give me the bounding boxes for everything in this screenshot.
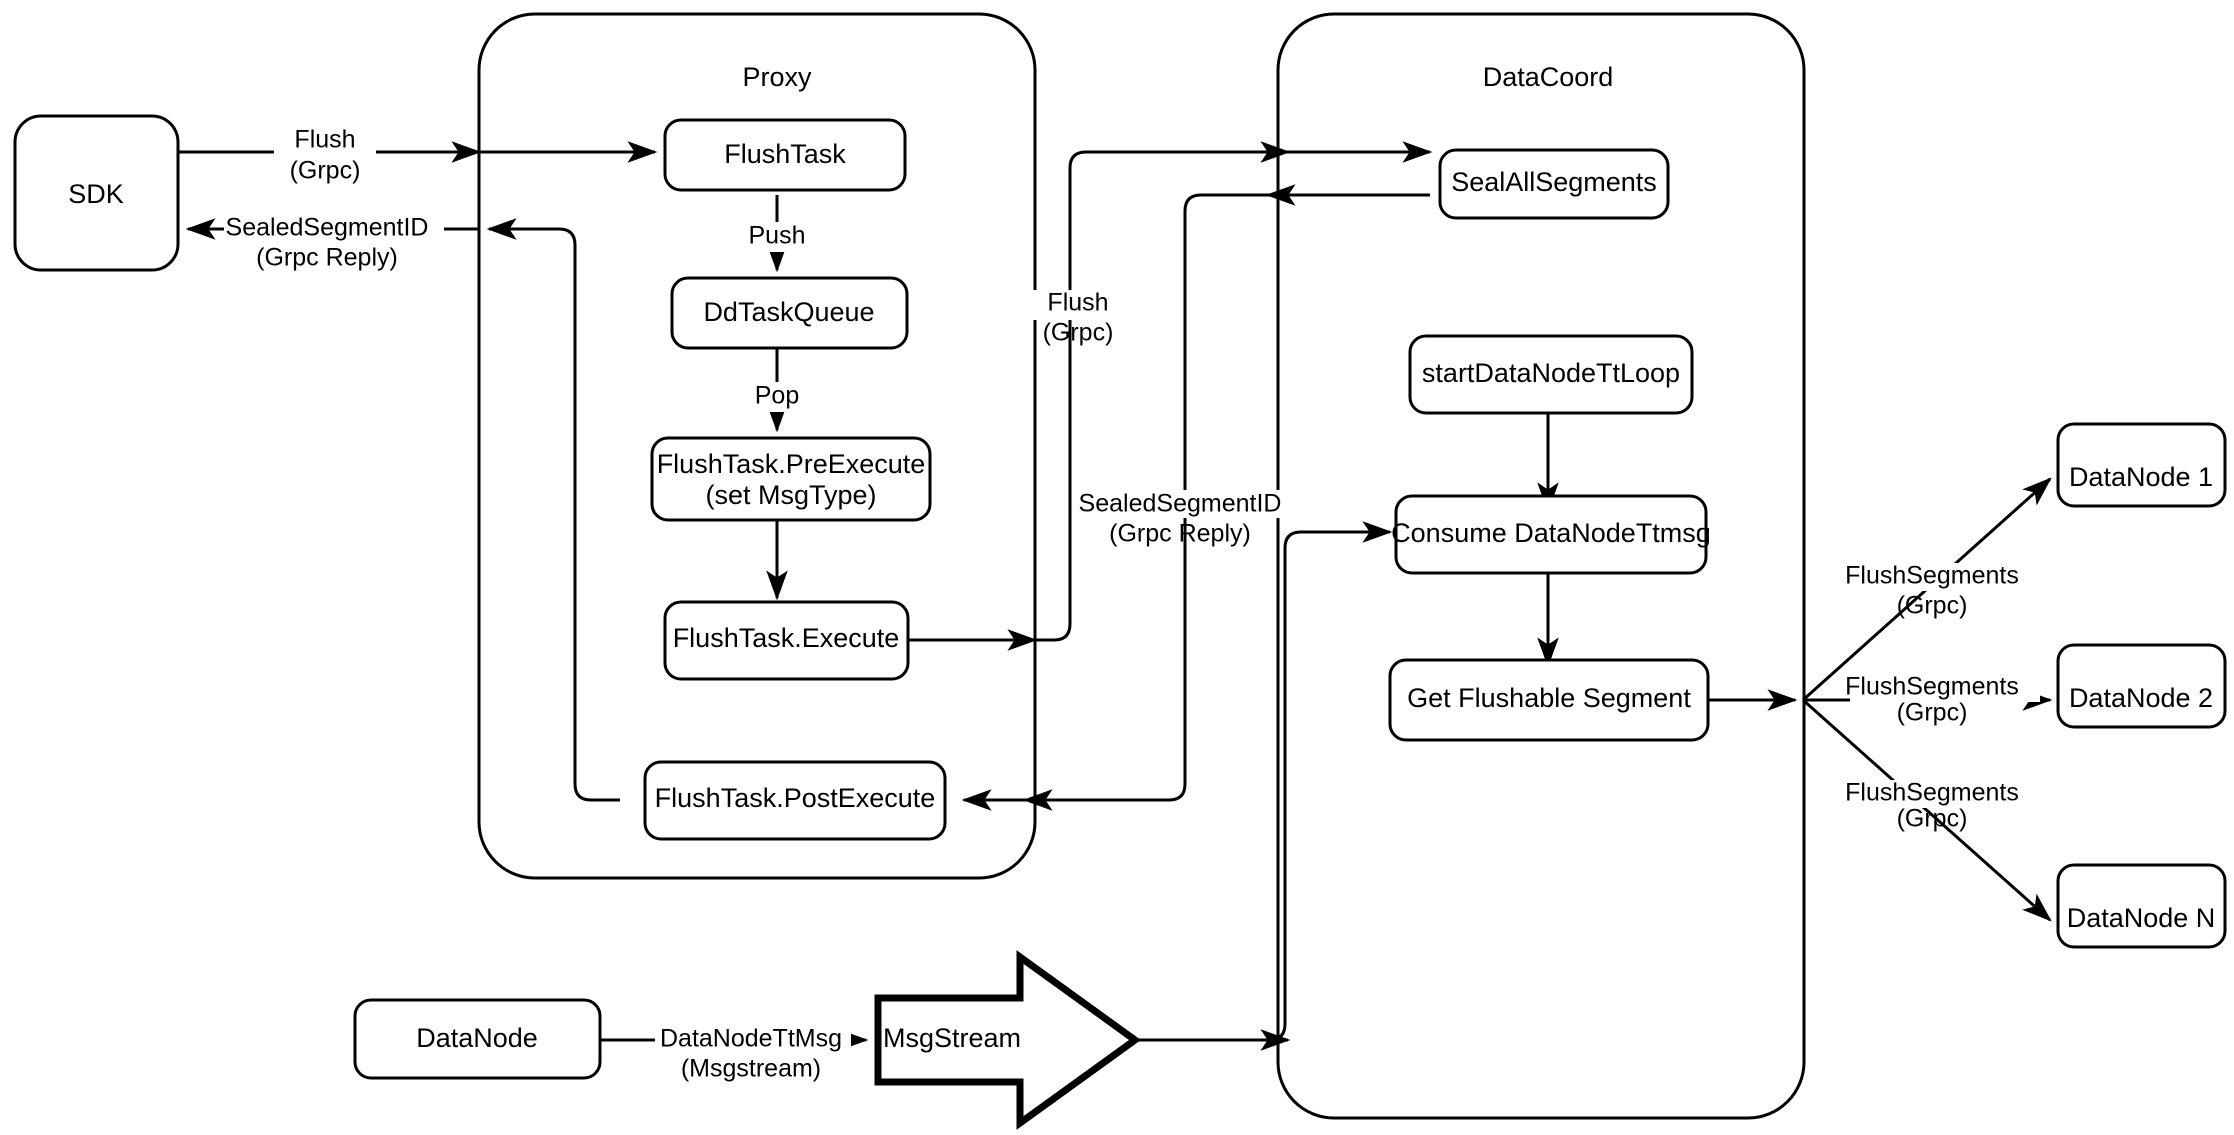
node-sealallsegments[interactable]: SealAllSegments xyxy=(1438,148,1670,220)
node-start-datanode-tt-loop[interactable]: startDataNodeTtLoop xyxy=(1408,334,1694,415)
node-datanode-n[interactable]: DataNode N xyxy=(2056,863,2227,949)
node-datanode-1-box[interactable] xyxy=(2056,422,2227,508)
edge-hub-to-datanode-n xyxy=(1802,698,2052,922)
edge-label-flushsegments-1: FlushSegments (Grpc) xyxy=(1845,562,2040,620)
edge-label-bg-pop xyxy=(744,382,810,412)
node-execute-box[interactable] xyxy=(663,600,910,681)
edge-label-sealedsegmentid-line2: (Grpc Reply) xyxy=(256,244,398,272)
edge-execute-to-sealallsegments xyxy=(908,141,1433,642)
datacoord-container xyxy=(1276,12,1806,1120)
edge-label-pop: Pop xyxy=(744,382,810,412)
node-sealallsegments-box[interactable] xyxy=(1438,148,1670,220)
node-flushtask-box[interactable] xyxy=(663,118,907,192)
edge-label-bg-sealedsegmentid xyxy=(224,215,444,243)
edge-label-bg-flush-coord xyxy=(1020,290,1120,320)
edge-label-proxy-to-coord: Flush (Grpc) xyxy=(1020,289,1120,347)
node-flushtask-execute[interactable]: FlushTask.Execute xyxy=(663,600,910,681)
node-ttloop-box[interactable] xyxy=(1408,334,1694,415)
edge-label-flush-line1: Flush xyxy=(294,126,355,154)
node-getflushable-label: Get Flushable Segment xyxy=(1407,683,1691,713)
edge-label-flush-coord-line1: Flush xyxy=(1047,289,1108,317)
proxy-container-label: Proxy xyxy=(742,62,812,92)
edge-label-flush-line2: (Grpc) xyxy=(290,157,361,185)
edge-label-push: Push xyxy=(740,222,814,252)
node-datanode-source-box[interactable] xyxy=(353,998,602,1080)
node-postexecute-label: FlushTask.PostExecute xyxy=(655,783,936,813)
node-ttloop-label: startDataNodeTtLoop xyxy=(1422,358,1680,388)
edge-label-flushsegments-2: FlushSegments (Grpc) xyxy=(1845,673,2040,727)
edge-label-flushsegments-1-line2: (Grpc) xyxy=(1897,592,1968,620)
edge-label-bg-push xyxy=(740,222,814,252)
node-consume-box[interactable] xyxy=(1394,494,1708,575)
node-sdk-box[interactable] xyxy=(13,114,180,272)
node-ddtaskqueue[interactable]: DdTaskQueue xyxy=(670,276,909,350)
edge-label-bg-flushsegments-2 xyxy=(1850,674,2040,702)
node-datanode-source[interactable]: DataNode xyxy=(353,998,602,1080)
node-flushtask[interactable]: FlushTask xyxy=(663,118,907,192)
edge-label-push-text: Push xyxy=(749,222,806,250)
edge-label-flushsegments-n: FlushSegments (Grpc) xyxy=(1845,779,2040,833)
edge-label-sealedsegmentid-coord-line2: (Grpc Reply) xyxy=(1109,520,1251,548)
node-datanode-2-label: DataNode 2 xyxy=(2069,683,2213,713)
edge-label-flushsegments-1-line1: FlushSegments xyxy=(1845,562,2019,590)
edge-label-coord-to-proxy: SealedSegmentID (Grpc Reply) xyxy=(1079,490,1312,548)
node-datanode-2[interactable]: DataNode 2 xyxy=(2056,643,2227,729)
node-datanode-2-box[interactable] xyxy=(2056,643,2227,729)
edge-label-flushsegments-n-line1: FlushSegments xyxy=(1845,779,2019,807)
node-postexecute-box[interactable] xyxy=(643,760,947,841)
node-datanode-1-label: DataNode 1 xyxy=(2069,462,2213,492)
node-msgstream[interactable]: MsgStream xyxy=(874,950,1141,1130)
node-sdk-label: SDK xyxy=(68,179,124,209)
edge-label-datanode-ttmsg-line2: (Msgstream) xyxy=(681,1055,821,1083)
edge-label-datanode-ttmsg-line1: DataNodeTtMsg xyxy=(660,1025,842,1053)
edge-label-flushsegments-2-line1: FlushSegments xyxy=(1845,673,2019,701)
node-get-flushable-segment[interactable]: Get Flushable Segment xyxy=(1388,658,1710,742)
node-datanode-source-label: DataNode xyxy=(416,1023,538,1053)
edge-label-sdk-to-proxy: Flush (Grpc) xyxy=(274,126,376,185)
node-flushtask-preexecute[interactable]: FlushTask.PreExecute (set MsgType) xyxy=(650,436,932,522)
proxy-container xyxy=(477,12,1037,880)
node-consume-datanode-ttmsg[interactable]: Consume DataNodeTtmsg xyxy=(1391,494,1711,575)
edge-label-pop-text: Pop xyxy=(755,382,799,410)
node-datanode-n-box[interactable] xyxy=(2056,863,2227,949)
edge-label-sealedsegmentid-line1: SealedSegmentID xyxy=(226,214,429,242)
node-preexecute-box[interactable] xyxy=(650,436,932,522)
node-flushtask-label: FlushTask xyxy=(724,139,846,169)
node-execute-label: FlushTask.Execute xyxy=(673,623,900,653)
edge-label-bg-flush xyxy=(274,126,376,156)
node-preexecute-label-line2: (set MsgType) xyxy=(705,480,876,510)
node-getflushable-box[interactable] xyxy=(1388,658,1710,742)
edge-label-sealedsegmentid-coord-line1: SealedSegmentID xyxy=(1079,490,1282,518)
node-datanode-n-label: DataNode N xyxy=(2067,903,2216,933)
edge-label-bg-datanode-ttmsg xyxy=(655,1026,851,1054)
edge-label-bg-flushsegments-1 xyxy=(1850,563,2040,591)
node-ddtaskqueue-box[interactable] xyxy=(670,276,909,350)
node-datanode-1[interactable]: DataNode 1 xyxy=(2056,422,2227,508)
node-ddtaskqueue-label: DdTaskQueue xyxy=(703,297,874,327)
node-flushtask-postexecute[interactable]: FlushTask.PostExecute xyxy=(643,760,947,841)
datacoord-container-label: DataCoord xyxy=(1483,62,1614,92)
node-consume-label: Consume DataNodeTtmsg xyxy=(1391,518,1711,548)
edge-label-proxy-to-sdk: SealedSegmentID (Grpc Reply) xyxy=(224,214,444,272)
node-sdk[interactable]: SDK xyxy=(13,114,180,272)
edge-label-bg-sealedsegmentid-coord xyxy=(1090,490,1312,518)
edge-label-bg-flushsegments-n xyxy=(1850,780,2040,808)
edge-label-flush-coord-line2: (Grpc) xyxy=(1043,319,1114,347)
msgstream-arrow-shape[interactable] xyxy=(874,950,1141,1130)
edge-msgstream-to-consume xyxy=(1136,521,1393,1042)
edge-label-flushsegments-2-line2: (Grpc) xyxy=(1897,699,1968,727)
edge-label-flushsegments-n-line2: (Grpc) xyxy=(1897,805,1968,833)
node-preexecute-label-line1: FlushTask.PreExecute xyxy=(657,449,926,479)
edge-label-datanode-ttmsg: DataNodeTtMsg (Msgstream) xyxy=(655,1025,851,1083)
node-msgstream-label: MsgStream xyxy=(883,1023,1021,1053)
edge-postexecute-to-sdk-route xyxy=(486,218,620,802)
node-sealallsegments-label: SealAllSegments xyxy=(1451,167,1657,197)
